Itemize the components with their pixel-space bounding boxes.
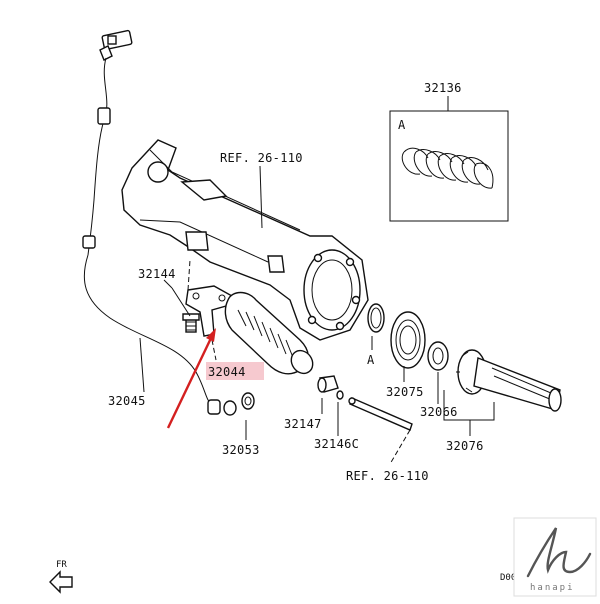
highlight-arrow (166, 328, 216, 429)
label-marker-a-spring: A (398, 118, 406, 132)
label-marker-a-ring: A (367, 353, 375, 367)
shift-rod (348, 397, 413, 431)
clutch-sleeve-32075 (390, 311, 426, 369)
actuator-32044 (185, 285, 314, 375)
label-32045: 32045 (108, 394, 146, 408)
label-fr: FR (56, 560, 67, 570)
sensor-harness-32045 (82, 29, 221, 415)
bolt-32144 (182, 313, 200, 333)
front-arrow-icon (49, 570, 73, 594)
leader-lines (139, 96, 495, 465)
label-32066: 32066 (420, 405, 458, 419)
watermark-text: hanapi (530, 583, 575, 593)
label-32146c: 32146C (314, 437, 359, 451)
part-labels: 32136 A REF. 26-110 32144 32044 32045 32… (108, 81, 484, 483)
label-32144: 32144 (138, 267, 176, 281)
label-ref-top: REF. 26-110 (220, 151, 303, 165)
label-32136: 32136 (424, 81, 462, 95)
label-ref-bottom: REF. 26-110 (346, 469, 429, 483)
label-32053: 32053 (222, 443, 260, 457)
label-32044: 32044 (208, 365, 246, 379)
shaft-32076 (456, 349, 562, 412)
bearing-32066 (427, 341, 449, 371)
label-32147: 32147 (284, 417, 322, 431)
label-32076: 32076 (446, 439, 484, 453)
watermark: hanapi (513, 517, 597, 597)
washer-32053 (223, 392, 255, 416)
pin-32146c (336, 390, 344, 400)
highlight-label-bg (206, 362, 264, 380)
label-32075: 32075 (386, 385, 424, 399)
front-direction-indicator: FR (49, 560, 73, 594)
sleeve-32147 (317, 375, 339, 393)
snap-ring (367, 303, 385, 333)
axle-housing (121, 139, 369, 341)
watermark-logo-icon (526, 527, 592, 578)
spring-32136-box (389, 110, 509, 222)
